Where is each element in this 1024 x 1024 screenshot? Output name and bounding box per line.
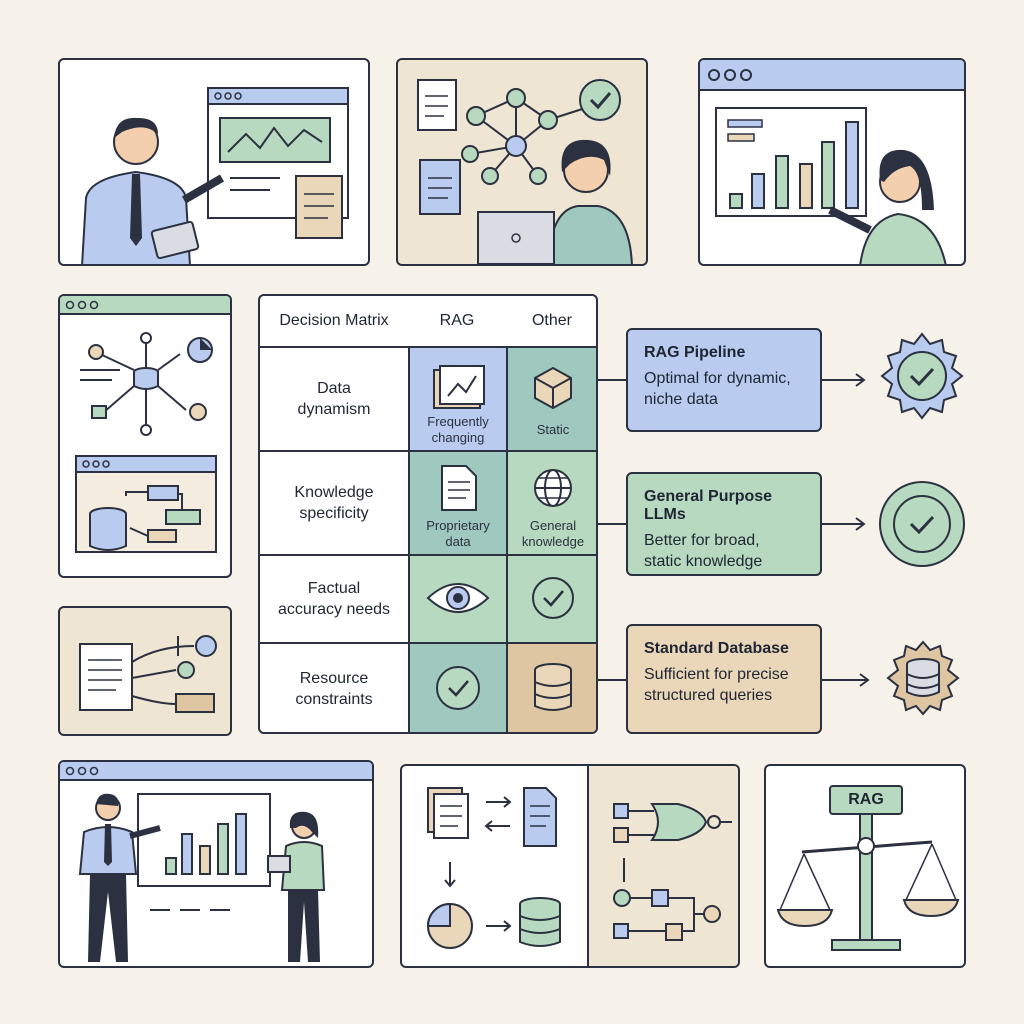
team-presentation-illustration	[60, 762, 372, 962]
network-illustration	[417, 79, 633, 264]
column-header-rag: RAG	[439, 312, 475, 329]
eye-icon	[426, 583, 490, 613]
database-icon	[534, 663, 572, 711]
outcome-card-general-llms: General Purpose LLMs Better for broad, s…	[626, 472, 822, 576]
document-icon	[441, 465, 477, 511]
bar-chart-panel	[698, 58, 966, 266]
outcome-title: RAG Pipeline	[644, 344, 746, 361]
outcome-description: Optimal for dynamic,	[644, 370, 791, 387]
outcome-title: General Purpose LLMs	[644, 488, 773, 523]
column-header-other: Other	[531, 312, 572, 329]
rag-column-fill	[408, 346, 506, 732]
other-cell-resource-constraints	[508, 642, 596, 732]
gear-check-icon	[880, 332, 964, 420]
document-flow-panel	[58, 606, 232, 736]
check-circle-icon	[436, 666, 480, 710]
other-column-fill	[506, 346, 596, 732]
scale-label: RAG	[848, 791, 884, 808]
globe-icon	[534, 469, 572, 507]
rag-cell-resource-constraints	[410, 642, 506, 732]
outcome-description: niche data	[644, 391, 718, 408]
rag-cell-factual-accuracy	[410, 554, 506, 642]
outcome-description: Better for broad,	[644, 532, 760, 549]
process-logic-illustration	[426, 766, 738, 966]
gear-database-icon	[886, 640, 960, 716]
rag-cell-knowledge-specificity: Proprietary data	[410, 450, 506, 554]
other-cell-knowledge-specificity: General knowledge	[508, 450, 596, 554]
workflow-panel	[58, 294, 232, 578]
outcome-description: structured queries	[644, 687, 773, 704]
team-presentation-panel	[58, 760, 374, 968]
network-panel	[396, 58, 648, 266]
bar-chart-illustration	[700, 60, 964, 264]
cube-icon	[534, 366, 572, 410]
workflow-illustration	[60, 296, 230, 553]
other-cell-data-dynamism: Static	[508, 346, 596, 450]
outcome-description: static knowledge	[644, 553, 763, 570]
outcome-title: Standard Database	[644, 640, 789, 657]
scale-panel: RAG	[764, 764, 966, 968]
scale-icon	[776, 785, 960, 951]
outcome-card-rag-pipeline: RAG Pipeline Optimal for dynamic, niche …	[626, 328, 822, 432]
document-flow-illustration	[79, 635, 217, 713]
check-circle-icon	[532, 577, 574, 619]
matrix-title: Decision Matrix	[279, 312, 389, 329]
rag-cell-data-dynamism: Frequently changing	[410, 346, 506, 450]
presenter-illustration	[81, 87, 349, 264]
presenter-panel	[58, 58, 370, 266]
process-logic-panel	[400, 764, 740, 968]
chart-doc-icon	[433, 365, 485, 409]
outcome-card-standard-database: Standard Database Sufficient for precise…	[626, 624, 822, 734]
other-cell-factual-accuracy	[508, 554, 596, 642]
outcome-description: Sufficient for precise	[644, 666, 789, 683]
check-circle-icon	[879, 481, 965, 567]
